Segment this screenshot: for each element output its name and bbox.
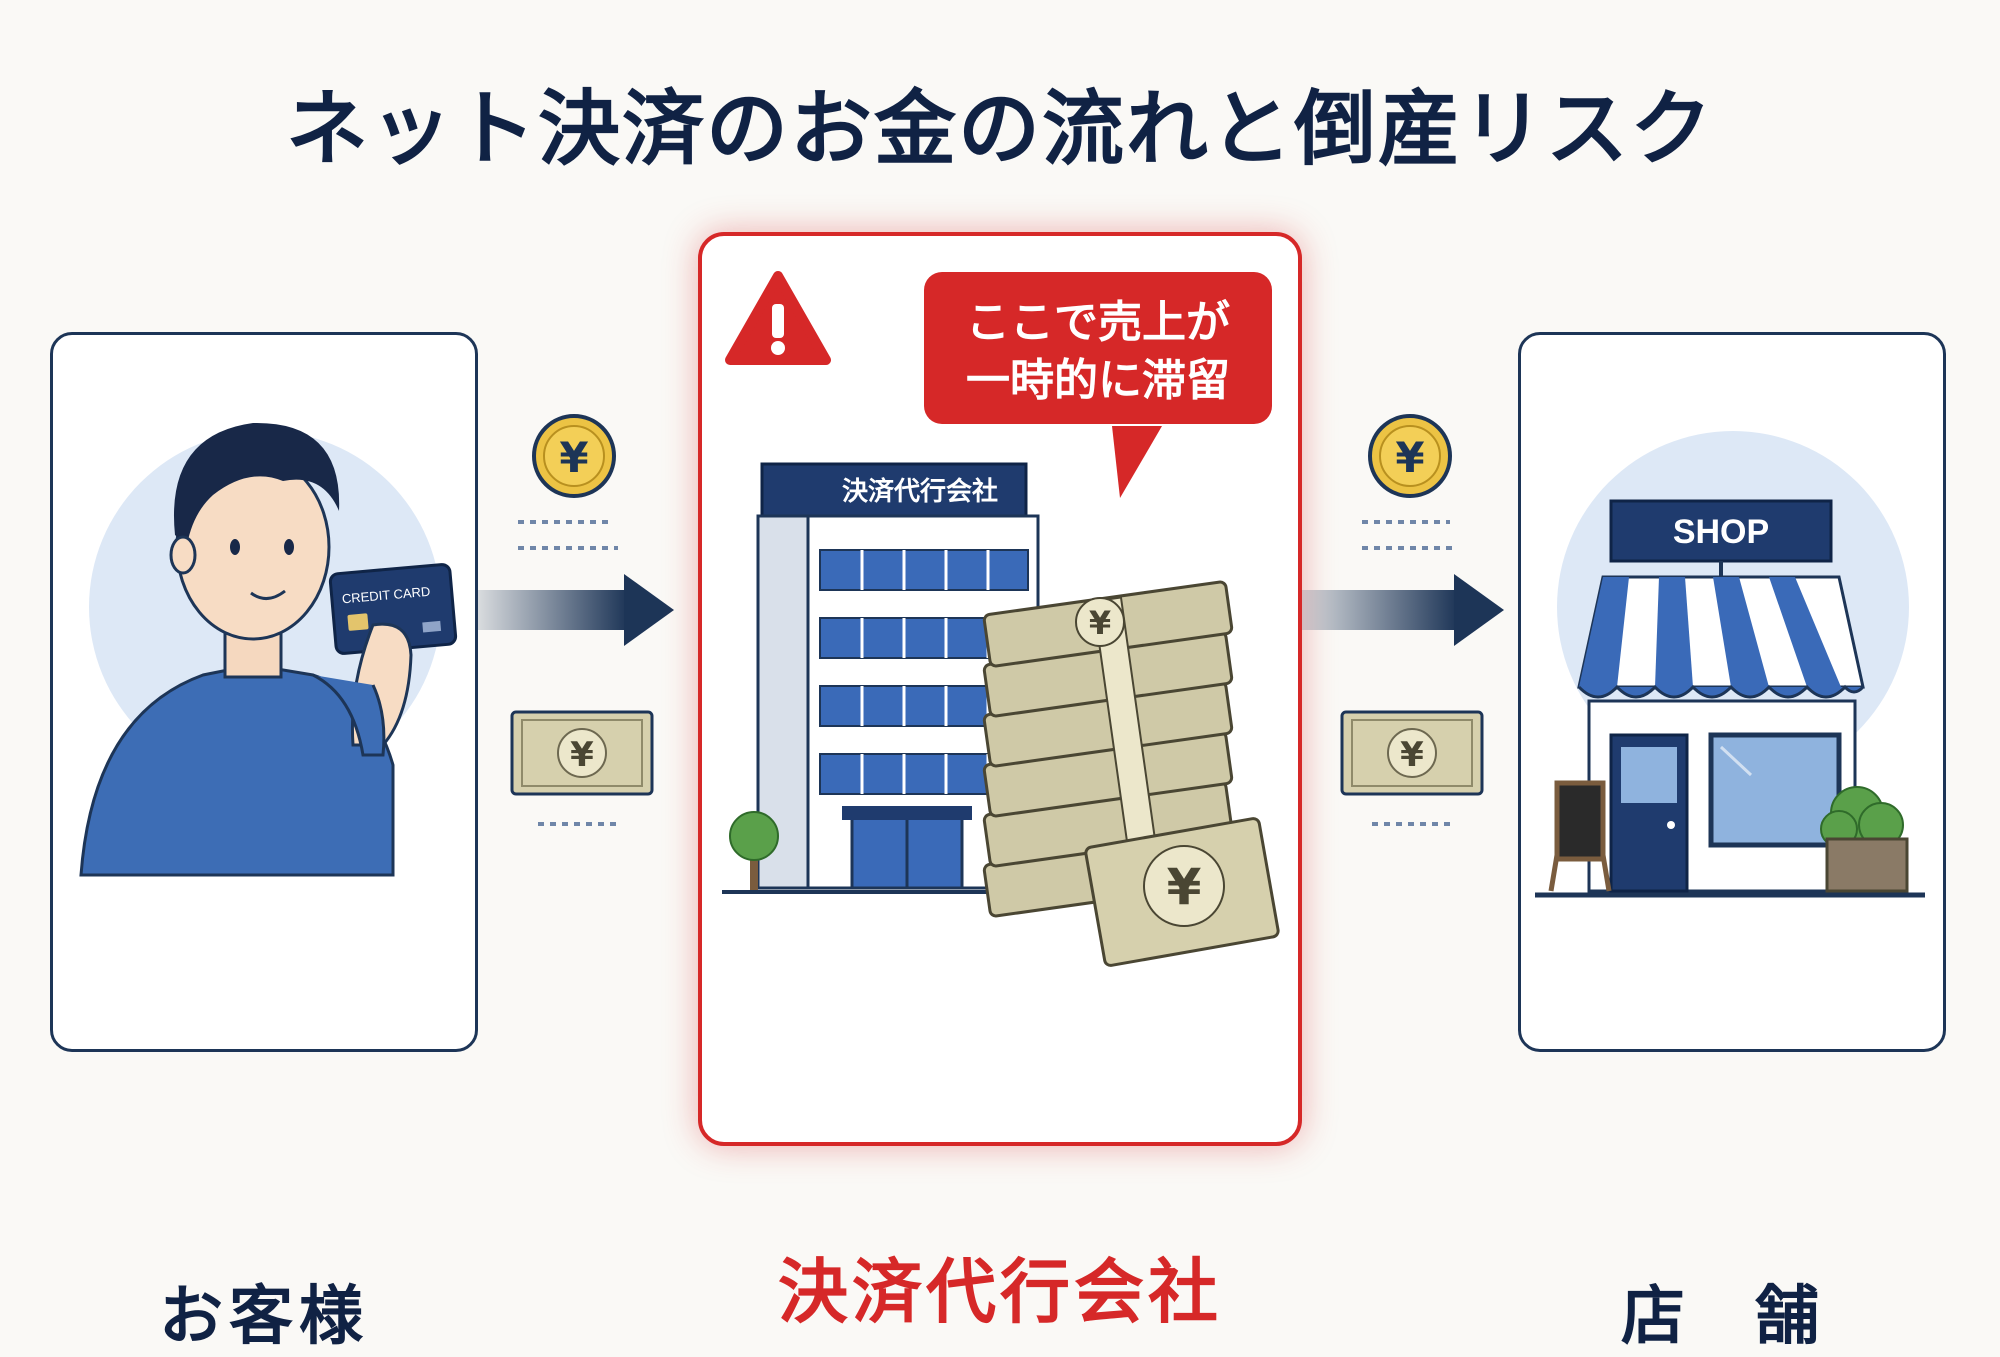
processor-illustration: 決済代行会社 — [722, 271, 1280, 967]
warning-icon — [725, 271, 831, 365]
person-icon: CREDIT CARD — [79, 422, 458, 877]
page-title: ネット決済のお金の流れと倒産リスク — [285, 82, 1714, 177]
arrow-right-icon — [1302, 574, 1504, 646]
bubble-line-2: 一時的に滞留 — [966, 355, 1230, 406]
coin-symbol: ¥ — [559, 433, 588, 482]
front-note-symbol: ¥ — [1167, 858, 1202, 916]
shop-card: SHOP — [1518, 332, 1946, 1354]
storefront-icon: SHOP — [1535, 431, 1925, 898]
customer-card: CREDIT CARD お客様 — [50, 332, 478, 1354]
banknote-symbol: ¥ — [570, 735, 594, 775]
plant-icon — [1820, 786, 1909, 893]
banknote-symbol-right: ¥ — [1400, 735, 1424, 775]
flow-left: ¥ ¥ — [478, 414, 674, 826]
customer-label: お客様 — [159, 1280, 369, 1354]
credit-card-icon: CREDIT CARD — [328, 563, 458, 655]
building-sign-text: 決済代行会社 — [842, 476, 998, 507]
banknote-icon: ¥ — [1340, 710, 1484, 796]
shop-label: 店 舗 — [1620, 1280, 1844, 1354]
processor-label: 決済代行会社 — [778, 1251, 1222, 1333]
banknote-icon: ¥ — [510, 710, 654, 796]
coin-symbol-right: ¥ — [1395, 433, 1424, 482]
tree-icon — [729, 811, 779, 890]
arrow-right-icon — [478, 574, 674, 646]
speech-bubble: ここで売上が 一時的に滞留 — [924, 272, 1272, 424]
shop-sign-text: SHOP — [1673, 513, 1769, 551]
coin-icon: ¥ — [532, 414, 616, 498]
sign-board-icon — [1548, 780, 1612, 892]
cash-stack-icon: ¥ ¥ — [982, 580, 1280, 967]
bubble-line-1: ここで売上が — [966, 297, 1230, 348]
cash-stack-symbol: ¥ — [1089, 604, 1111, 642]
coin-icon: ¥ — [1368, 414, 1452, 498]
flow-right: ¥ ¥ — [1302, 414, 1504, 826]
